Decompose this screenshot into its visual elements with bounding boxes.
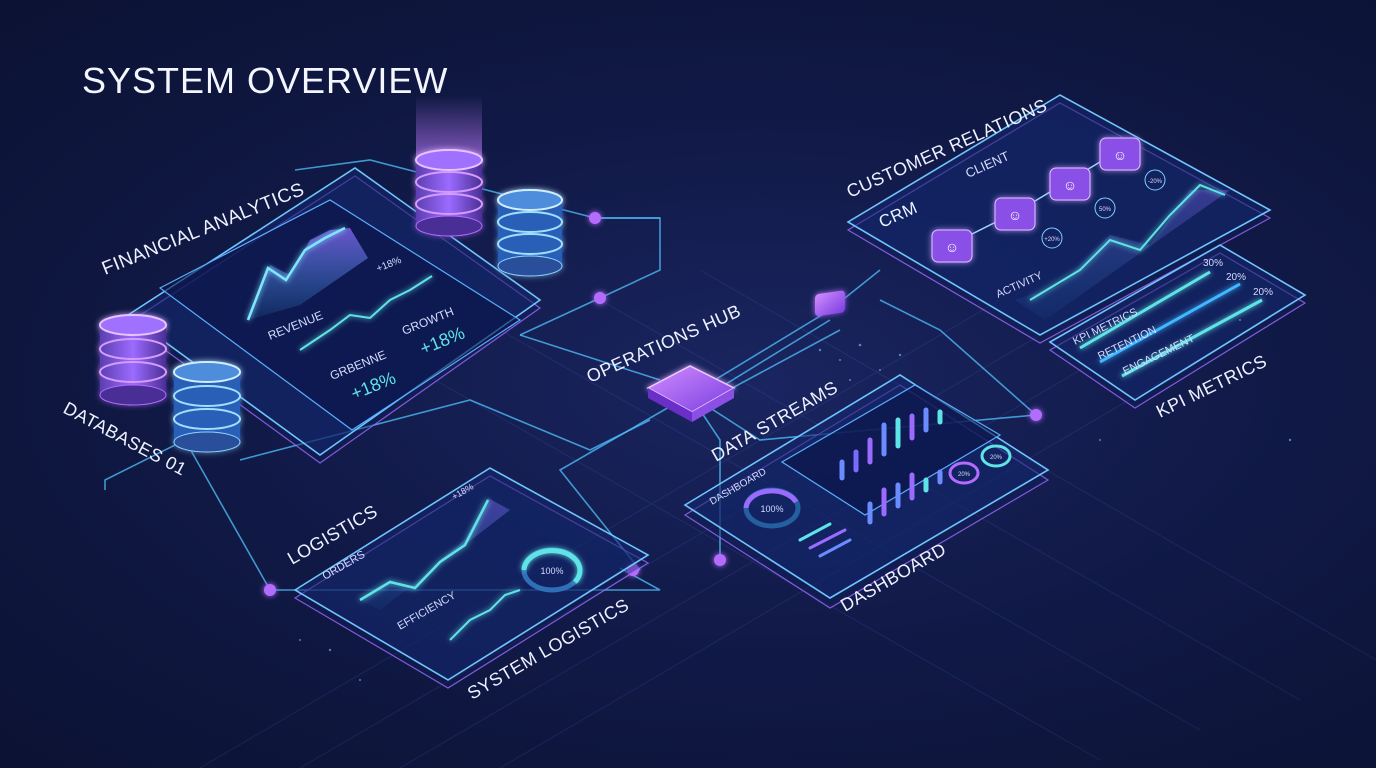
node-dot	[714, 554, 726, 566]
badge-ring	[1041, 227, 1063, 249]
crm-badge-1: +20%	[1044, 237, 1060, 243]
client-node[interactable]: ☺	[1049, 167, 1091, 201]
user-icon: ☺	[1063, 177, 1077, 193]
crm-badge-2: 50%	[1099, 207, 1112, 213]
databases-label: DATABASES 01	[60, 398, 190, 480]
database-icon	[497, 189, 563, 277]
page-title: SYSTEM OVERVIEW	[82, 60, 449, 101]
operations-hub-label: OPERATIONS HUB	[583, 301, 743, 387]
relay-node	[815, 290, 845, 316]
logistics-gauge: 100%	[521, 547, 583, 593]
particles	[299, 319, 1292, 681]
kpi-bar	[1079, 270, 1211, 350]
customer-relations-panel[interactable]: ☺ ☺ ☺ ☺ +20% 50% -20% CRM CLIENT ACTIVIT…	[843, 94, 1272, 344]
ring-value-2: 20%	[990, 455, 1003, 461]
database-icon	[99, 314, 167, 406]
node-dot	[264, 584, 276, 596]
ring-value-1: 20%	[958, 472, 971, 478]
crm-badge-3: -20%	[1148, 179, 1163, 185]
user-icon: ☺	[945, 239, 959, 255]
connection-lines	[104, 159, 1037, 591]
node-dot	[589, 212, 601, 224]
user-icon: ☺	[1008, 207, 1022, 223]
client-node[interactable]: ☺	[1099, 137, 1141, 171]
logistics-gauge-value: 100%	[540, 566, 563, 576]
kpi-value-3: 20%	[1253, 287, 1273, 298]
badge-ring	[1144, 169, 1166, 191]
dashboard-panel[interactable]: 100% 20% 20% DASHBOARD DATA STREAMS DASH…	[683, 374, 1050, 615]
node-dot	[594, 292, 606, 304]
dashboard-gauge-value: 100%	[760, 504, 783, 514]
dashboard-gauge: 100%	[743, 487, 801, 529]
node-dot	[1030, 409, 1042, 421]
database-icon	[173, 361, 241, 453]
kpi-value-2: 20%	[1226, 272, 1246, 283]
client-node[interactable]: ☺	[931, 229, 973, 263]
ring-chart	[980, 444, 1012, 468]
database-icon	[415, 149, 483, 237]
user-icon: ☺	[1113, 147, 1127, 163]
node-dots	[264, 212, 1042, 596]
kpi-bar	[1121, 298, 1263, 378]
badge-ring	[1094, 197, 1116, 219]
kpi-bar	[1099, 282, 1241, 364]
legend-lines	[798, 522, 852, 558]
stream-bars	[839, 407, 943, 525]
ring-chart	[948, 461, 980, 485]
logistics-panel[interactable]: 100% ORDERS EFFICIENCY +18% LOGISTICS SY…	[284, 467, 650, 703]
operations-hub[interactable]: OPERATIONS HUB	[583, 301, 744, 422]
kpi-value-1: 30%	[1203, 258, 1223, 269]
client-node[interactable]: ☺	[994, 197, 1036, 231]
